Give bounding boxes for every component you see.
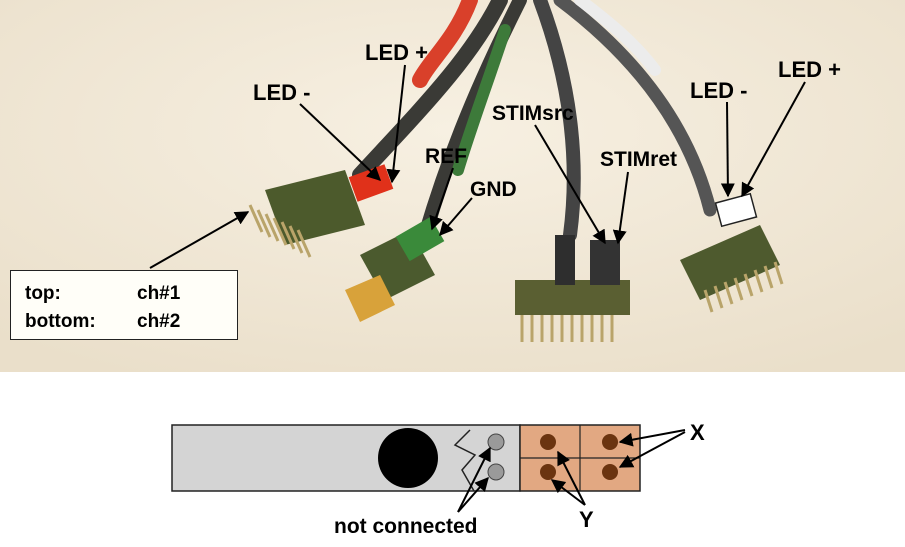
schematic-pin-nc-top xyxy=(487,433,505,451)
arrow-nc-2 xyxy=(457,476,489,513)
label-stimret: STIMret xyxy=(600,148,677,171)
connector-3-black-sleeve-1 xyxy=(555,235,575,285)
connector-2 xyxy=(345,216,445,322)
legend-top-key: top: xyxy=(25,283,61,304)
arrow-led-plus-right xyxy=(741,81,806,198)
schematic-pad-2 xyxy=(602,434,618,450)
label-led-minus-right: LED - xyxy=(690,78,747,103)
label-led-minus-left: LED - xyxy=(253,80,310,105)
arrow-led-minus-right xyxy=(720,101,735,198)
connector-1-pins xyxy=(248,204,312,258)
arrow-x-1 xyxy=(618,429,686,447)
arrow-stimsrc xyxy=(534,124,606,245)
connector-4 xyxy=(680,192,784,313)
arrow-nc-1 xyxy=(457,446,491,513)
label-not-connected: not connected xyxy=(334,515,478,538)
schematic-pad-1 xyxy=(540,434,556,450)
channel-legend-box: top: ch#1 bottom: ch#2 xyxy=(10,270,238,340)
label-stimsrc: STIMsrc xyxy=(492,102,574,125)
schematic-pad-3 xyxy=(540,464,556,480)
arrow-x-2 xyxy=(618,431,686,468)
cable-4-white-sleeve xyxy=(574,0,661,76)
arrow-led-plus-left xyxy=(386,64,406,184)
cable-3 xyxy=(533,0,581,242)
schematic-arrows xyxy=(457,429,686,513)
connector-4-white-sleeve xyxy=(714,192,758,228)
cable-1 xyxy=(352,0,508,183)
arrow-ref xyxy=(429,167,454,231)
arrow-legend xyxy=(149,211,250,269)
cables xyxy=(352,0,717,242)
schematic-pad-4 xyxy=(602,464,618,480)
schematic-break-line xyxy=(453,429,477,492)
connector-3-board xyxy=(515,280,630,315)
schematic-pin-nc-bottom xyxy=(487,463,505,481)
connector-3-pins xyxy=(520,315,614,342)
cable-4 xyxy=(553,0,717,217)
label-x: X xyxy=(690,420,705,445)
connector-schematic: X Y not connected xyxy=(171,420,705,538)
arrow-stimret xyxy=(612,171,629,245)
photo-arrows xyxy=(149,64,806,269)
schematic-black-dot xyxy=(378,428,438,488)
arrow-led-minus-left xyxy=(299,103,382,181)
connector-1 xyxy=(248,164,394,258)
connector-4-pins xyxy=(703,261,784,313)
arrow-y-1 xyxy=(550,479,586,506)
legend-row-bottom: bottom: ch#2 xyxy=(25,311,180,333)
legend-bottom-value: ch#2 xyxy=(137,311,181,332)
connector-3-black-sleeve-2 xyxy=(590,240,620,285)
label-led-plus-right: LED + xyxy=(778,57,841,82)
connector-4-board xyxy=(680,225,780,300)
label-ref: REF xyxy=(425,145,467,168)
connector-3 xyxy=(515,235,630,342)
arrow-y-2 xyxy=(557,450,586,506)
legend-top-value: ch#1 xyxy=(137,283,181,304)
connector-1-red-sleeve xyxy=(348,164,394,202)
connector-2-gold-pins xyxy=(345,275,395,322)
label-led-plus-left: LED + xyxy=(365,40,428,65)
cable-2-green-sleeve xyxy=(452,24,511,176)
label-y: Y xyxy=(579,507,594,532)
legend-bottom-key: bottom: xyxy=(25,311,96,332)
arrow-gnd xyxy=(439,197,473,237)
schematic-gray-body xyxy=(171,424,521,492)
label-gnd: GND xyxy=(470,178,517,201)
legend-row-top: top: ch#1 xyxy=(25,283,180,305)
cable-1-red-sleeve xyxy=(412,0,478,88)
